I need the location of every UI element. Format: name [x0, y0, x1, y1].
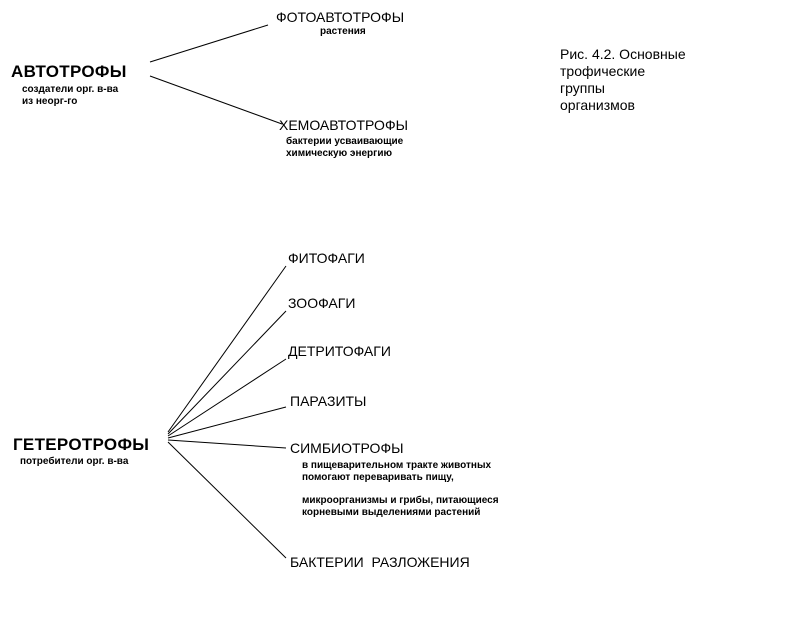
link-hetero-detrito — [167, 358, 287, 437]
note-line: корневыми выделениями растений — [302, 506, 481, 518]
note-symbiotrophs-plants: микроорганизмы и грибы, питающиеся корне… — [302, 495, 499, 518]
link-hetero-symbio — [167, 439, 287, 449]
node-detritophages: ДЕТРИТОФАГИ — [288, 343, 391, 359]
note-line: в пищеварительном тракте животных — [302, 460, 492, 471]
link-autotrophs-chemo — [149, 75, 283, 125]
node-symbiotrophs: СИМБИОТРОФЫ — [290, 440, 404, 456]
caption-line: трофические — [560, 63, 646, 79]
note-photoautotrophs: растения — [320, 26, 366, 37]
desc-line: из неорг-го — [22, 95, 78, 107]
autotrophs-desc: создатели орг. в-ва из неорг-го — [22, 84, 118, 107]
node-photoautotrophs: ФОТОАВТОТРОФЫ — [276, 9, 405, 25]
caption-line: группы — [560, 80, 605, 96]
heterotrophs-desc: потребители орг. в-ва — [20, 456, 129, 467]
node-phytophages: ФИТОФАГИ — [288, 250, 365, 266]
link-hetero-parasites — [167, 406, 287, 439]
note-line: микроорганизмы и грибы, питающиеся — [302, 495, 499, 506]
node-decomposer-bacteria: БАКТЕРИИ РАЗЛОЖЕНИЯ — [290, 554, 470, 570]
figure-caption: Рис. 4.2. Основные трофические группы ор… — [560, 46, 686, 114]
link-hetero-decomposers — [167, 441, 287, 559]
link-hetero-phyto — [167, 265, 287, 433]
caption-line: Рис. 4.2. Основные — [560, 46, 686, 62]
autotrophs-title: АВТОТРОФЫ — [11, 62, 127, 81]
node-parasites: ПАРАЗИТЫ — [290, 393, 367, 409]
note-line: химическую энергию — [286, 147, 393, 159]
desc-line: создатели орг. в-ва — [22, 84, 119, 95]
note-line: помогают переваривать пищу, — [302, 471, 454, 483]
link-autotrophs-photo — [149, 24, 269, 63]
node-chemoautotrophs: ХЕМОАВТОТРОФЫ — [279, 117, 408, 133]
heterotrophs-title: ГЕТЕРОТРОФЫ — [13, 435, 150, 454]
node-zoophages: ЗООФАГИ — [288, 295, 356, 311]
caption-line: организмов — [560, 97, 635, 113]
note-chemoautotrophs: бактерии усваивающие химическую энергию — [286, 136, 403, 159]
note-symbiotrophs-animals: в пищеварительном тракте животных помога… — [302, 460, 491, 483]
note-line: бактерии усваивающие — [286, 136, 404, 147]
link-hetero-zoo — [167, 310, 287, 435]
